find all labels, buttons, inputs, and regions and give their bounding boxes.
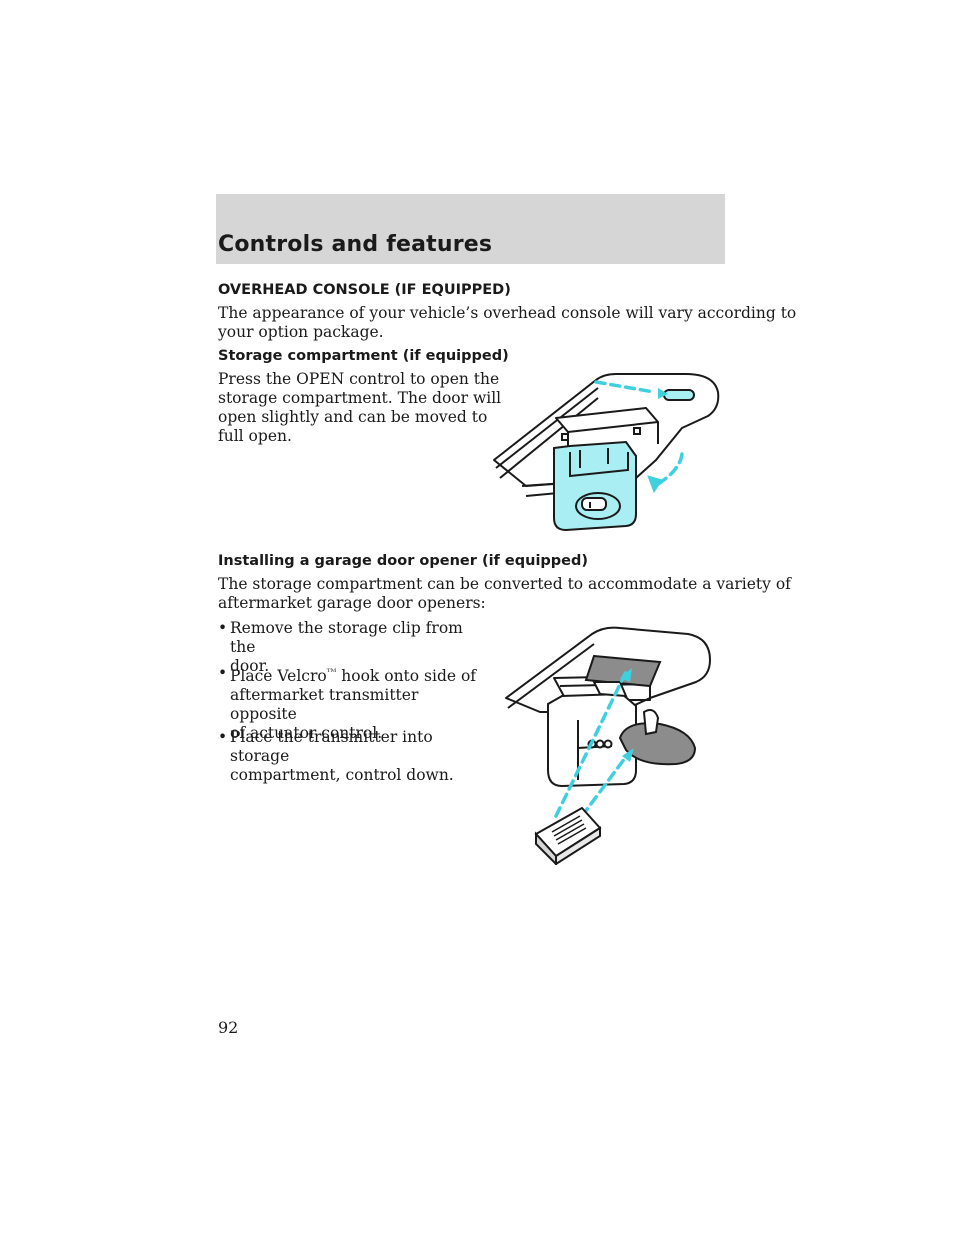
arrow-head-icon [620,668,632,682]
section-heading-garage-opener: Installing a garage door opener (if equi… [218,553,589,569]
bullet-2-line-2: aftermarket transmitter opposite [230,686,419,724]
storage-text-line-3: open slightly and can be moved to [218,408,488,426]
arrow-head-icon [647,475,663,494]
storage-text-line-2: storage compartment. The door will [218,389,502,407]
storage-clip-icon [618,722,697,766]
section-heading-overhead-console: OVERHEAD CONSOLE (IF EQUIPPED) [218,282,511,298]
garage-opener-bracket-icon [584,654,662,688]
trademark-mark: ᵀᴹ [326,668,337,678]
overhead-console-storage-illustration [493,373,720,532]
garage-intro-line-1: The storage compartment can be converted… [218,575,791,593]
section-heading-storage: Storage compartment (if equipped) [218,348,509,364]
garage-intro-line-2: aftermarket garage door openers: [218,594,486,612]
bullet-dot: • [218,619,228,637]
header-band [216,194,725,264]
transmitter-icon [534,806,602,865]
open-control-icon [663,389,695,401]
bullet-dot: • [218,728,228,746]
bullet-2-line-1: Place Velcro [230,667,327,686]
page-title: Controls and features [218,232,493,257]
bullet-2-line-3: of actuator control. [230,724,383,743]
bullet-dot: • [218,664,228,682]
bullet-3-line-1: Place the transmitter into storage [230,728,433,765]
arrow-head-icon [658,388,668,399]
intro-text-line-2: your option package. [218,323,384,341]
bullet-1-line-2: door. [230,657,270,675]
intro-text-line-1: The appearance of your vehicle’s overhea… [218,304,797,322]
page-number: 92 [218,1018,239,1037]
storage-text-line-1: Press the OPEN control to open the [218,370,500,388]
bullet-2-line-1b: hook onto side of [341,667,477,686]
garage-door-opener-illustration [505,626,711,865]
bullet-3-line-2: compartment, control down. [230,766,454,784]
bullet-1-line-1: Remove the storage clip from the [230,619,463,656]
storage-text-line-4: full open. [218,427,292,445]
arrow-head-icon [622,748,634,762]
